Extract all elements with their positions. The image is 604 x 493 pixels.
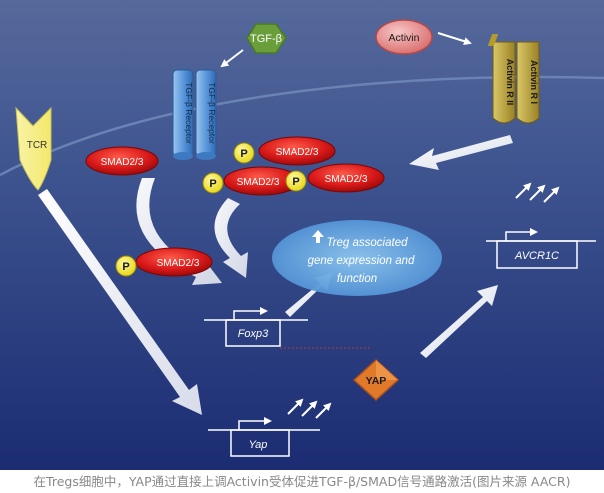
phospho-label-1: P [240, 148, 247, 160]
yap-gene-label: Yap [249, 439, 268, 451]
activin-r2-label: Activin R II [505, 59, 515, 106]
smad-phospho-nuclear: SMAD2/3 P [115, 247, 213, 277]
gene-foxp3: Foxp3 [204, 307, 372, 349]
activin-ligand: Activin [375, 19, 433, 55]
treg-line-3: function [337, 273, 377, 285]
gene-avcr1c: AVCR1C [486, 228, 596, 269]
up-arrow-icon [312, 230, 324, 243]
treg-outcome: Treg associated gene expression and func… [272, 220, 442, 296]
avcr1c-label: AVCR1C [514, 250, 559, 262]
smad-label-4: SMAD2/3 [325, 174, 368, 185]
treg-line-2: gene expression and [308, 255, 415, 267]
tcr-label: TCR [27, 140, 48, 151]
yap-label: YAP [366, 375, 387, 387]
figure-caption: 在Tregs细胞中，YAP通过直接上调Activin受体促进TGF-β/SMAD… [33, 474, 571, 489]
tgf-beta-label: TGF-β [250, 33, 282, 45]
transcription-arrows-yap [287, 398, 332, 419]
tgf-beta-receptor: TGF-β Receptor TGF-β Receptor [172, 69, 217, 160]
smad-label-1: SMAD2/3 [101, 157, 144, 168]
signaling-diagram: TGF-β TGF-β Receptor TGF-β Receptor Acti… [0, 0, 604, 470]
phospho-label-2: P [209, 178, 216, 190]
ligand-arrow-tgf [220, 49, 244, 68]
activin-signal-arrow [409, 135, 513, 170]
activin-receptor: Activin R II Activin R I [487, 34, 540, 124]
activin-label: Activin [389, 32, 420, 44]
treg-line-1: Treg associated [327, 237, 409, 249]
smad-label-5: SMAD2/3 [157, 258, 200, 269]
smad-label-3: SMAD2/3 [237, 177, 280, 188]
gene-yap: Yap [208, 417, 320, 457]
smad-complex-receptor: SMAD2/3 SMAD2/3 SMAD2/3 SMAD2/3 P P P [85, 136, 385, 196]
yap-to-avcr1c-arrow [420, 285, 498, 358]
phospho-label-4: P [122, 261, 129, 273]
smad-label-2: SMAD2/3 [276, 147, 319, 158]
tcr-receptor: TCR [15, 106, 52, 191]
phospho-label-3: P [292, 176, 299, 188]
yap-protein: YAP [352, 358, 400, 402]
tgf-receptor-label-2: TGF-β Receptor [207, 82, 217, 144]
smad-curve-arrow-2 [214, 198, 248, 278]
tgf-beta-ligand: TGF-β [246, 23, 287, 54]
activin-r1-label: Activin R I [529, 60, 539, 104]
transcription-arrows-avcr1c [515, 182, 560, 203]
ligand-arrow-activin [437, 32, 472, 46]
foxp3-label: Foxp3 [238, 328, 269, 340]
tgf-receptor-label-1: TGF-β Receptor [184, 82, 194, 144]
tcr-signal-arrow [38, 189, 202, 415]
